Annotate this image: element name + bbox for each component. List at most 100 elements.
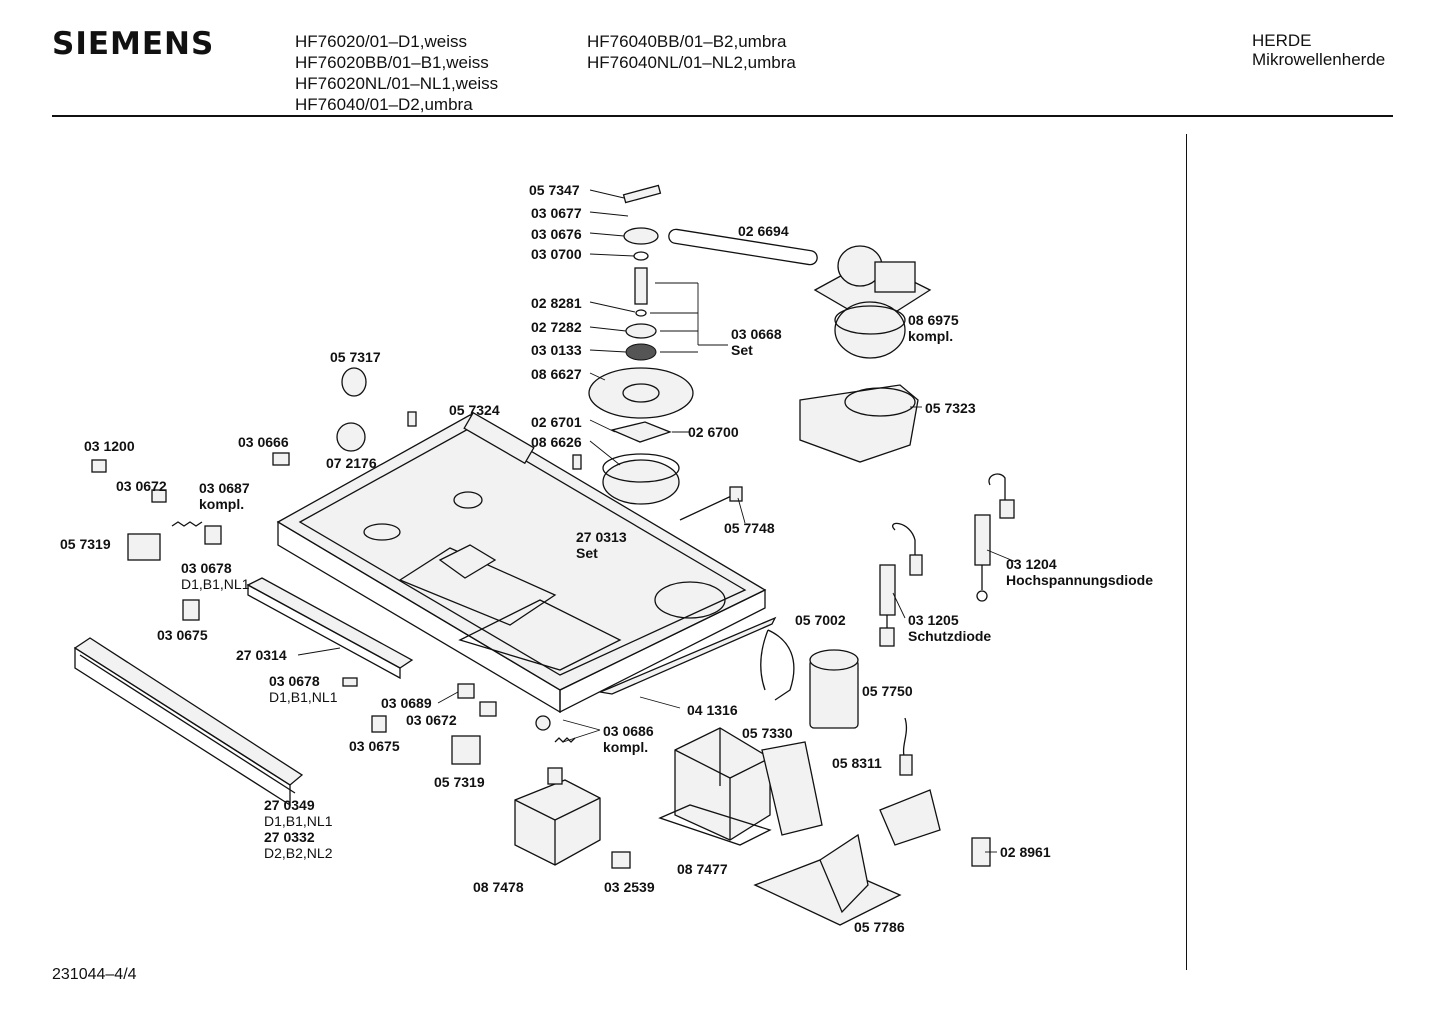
part-label: 03 0689 bbox=[381, 695, 432, 711]
fan-motor-drawing bbox=[813, 245, 932, 359]
part-number: 03 0687 bbox=[199, 480, 250, 496]
part-number: 03 0686 bbox=[603, 723, 654, 739]
part-note: D1,B1,NL1 bbox=[264, 813, 333, 829]
part-note: D1,B1,NL1 bbox=[269, 689, 338, 705]
part-label: 05 8311 bbox=[832, 755, 882, 771]
part-label: 03 0672 bbox=[116, 478, 167, 494]
part-label: 02 6700 bbox=[688, 424, 739, 440]
part-label: 02 6694 bbox=[738, 223, 789, 239]
part-label: 05 7330 bbox=[742, 725, 793, 741]
part-note: Schutzdiode bbox=[908, 628, 992, 644]
part-label: 05 7750 bbox=[862, 683, 913, 699]
part-label: 03 1200 bbox=[84, 438, 135, 454]
model-line: HF76020/01–D1,weiss bbox=[295, 32, 467, 51]
part-label: 03 0675 bbox=[349, 738, 400, 754]
category-line: Mikrowellenherde bbox=[1252, 50, 1386, 69]
part-label: 05 7324 bbox=[449, 402, 500, 418]
part-label: 05 7002 bbox=[795, 612, 846, 628]
magnetron-drawing bbox=[514, 767, 601, 866]
document-number: 231044–4/4 bbox=[52, 966, 137, 983]
bracket-drawing bbox=[879, 789, 941, 846]
part-label: 02 7282 bbox=[531, 319, 582, 335]
model-line: HF76040/01–D2,umbra bbox=[295, 95, 473, 114]
transformer-drawing bbox=[658, 727, 772, 846]
shield-plate-drawing bbox=[761, 741, 823, 836]
protection-diode-drawing bbox=[879, 522, 923, 647]
part-note: Set bbox=[576, 545, 598, 561]
part-label: 02 6701 bbox=[531, 414, 582, 430]
front-rail-drawing bbox=[246, 577, 414, 680]
model-line: HF76020BB/01–B1,weiss bbox=[295, 53, 489, 72]
model-line: HF76040BB/01–B2,umbra bbox=[587, 32, 787, 51]
part-label: 02 8961 bbox=[1000, 844, 1051, 860]
part-note: kompl. bbox=[603, 739, 649, 755]
category-heading: HERDE Mikrowellenherde bbox=[1252, 31, 1385, 69]
part-note: D2,B2,NL2 bbox=[264, 845, 333, 861]
slide-rail-drawing bbox=[597, 616, 777, 695]
part-label: 03 2539 bbox=[604, 879, 655, 895]
part-label: 05 7748 bbox=[724, 520, 775, 536]
part-label: 03 0666 bbox=[238, 434, 289, 450]
part-label: 08 7478 bbox=[473, 879, 524, 895]
model-line: HF76020NL/01–NL1,weiss bbox=[295, 74, 499, 93]
model-line: HF76040NL/01–NL2,umbra bbox=[587, 53, 796, 72]
part-label: 02 8281 bbox=[531, 295, 582, 311]
part-label: 03 0675 bbox=[157, 627, 208, 643]
part-label: 05 7347 bbox=[529, 182, 580, 198]
part-label: 07 2176 bbox=[326, 455, 377, 471]
part-label: 08 6626 bbox=[531, 434, 582, 450]
part-label: 04 1316 bbox=[687, 702, 738, 718]
header-rule bbox=[52, 115, 1393, 117]
part-number: 27 0349 bbox=[264, 797, 315, 813]
part-note: Hochspannungsdiode bbox=[1006, 572, 1153, 588]
part-label: 05 7786 bbox=[854, 919, 905, 935]
suppressor-drawing bbox=[899, 754, 913, 776]
part-note: D1,B1,NL1 bbox=[181, 576, 250, 592]
part-note: kompl. bbox=[908, 328, 954, 344]
part-label: 08 7477 bbox=[677, 861, 728, 877]
leader-lines bbox=[297, 189, 1017, 853]
cable-drawing bbox=[902, 717, 908, 761]
fan-housing-drawing bbox=[799, 384, 919, 463]
part-label: 03 0133 bbox=[531, 342, 582, 358]
part-number: 03 0668 bbox=[731, 326, 782, 342]
part-label: 27 0314 bbox=[236, 647, 287, 663]
part-label: 03 0676 bbox=[531, 226, 582, 242]
column-divider bbox=[1186, 134, 1187, 970]
hv-diode-drawing bbox=[974, 473, 1015, 602]
belt-drawing bbox=[668, 228, 818, 266]
part-label: 08 6627 bbox=[531, 366, 582, 382]
part-label: 05 7319 bbox=[60, 536, 111, 552]
part-number: 08 6975 bbox=[908, 312, 959, 328]
small-parts-drawing bbox=[91, 367, 743, 869]
part-label: 03 0677 bbox=[531, 205, 582, 221]
stirrer-stack-drawing bbox=[588, 184, 694, 505]
model-list-1: HF76020/01–D1,weiss HF76020BB/01–B1,weis… bbox=[295, 31, 498, 115]
part-label: 05 7319 bbox=[434, 774, 485, 790]
brand-logo: SIEMENS bbox=[52, 26, 215, 62]
part-note: Set bbox=[731, 342, 753, 358]
trim-strip-drawing bbox=[73, 637, 304, 807]
part-number: 03 0678 bbox=[269, 673, 320, 689]
part-label: 05 7317 bbox=[330, 349, 381, 365]
cover-plate-drawing bbox=[753, 833, 902, 926]
part-number: 27 0332 bbox=[264, 829, 315, 845]
part-label: 03 0700 bbox=[531, 246, 582, 262]
part-number: 03 1205 bbox=[908, 612, 959, 628]
part-note: kompl. bbox=[199, 496, 245, 512]
category-line: HERDE bbox=[1252, 31, 1312, 50]
part-number: 27 0313 bbox=[576, 529, 627, 545]
part-label: 03 0672 bbox=[406, 712, 457, 728]
part-label: 05 7323 bbox=[925, 400, 976, 416]
